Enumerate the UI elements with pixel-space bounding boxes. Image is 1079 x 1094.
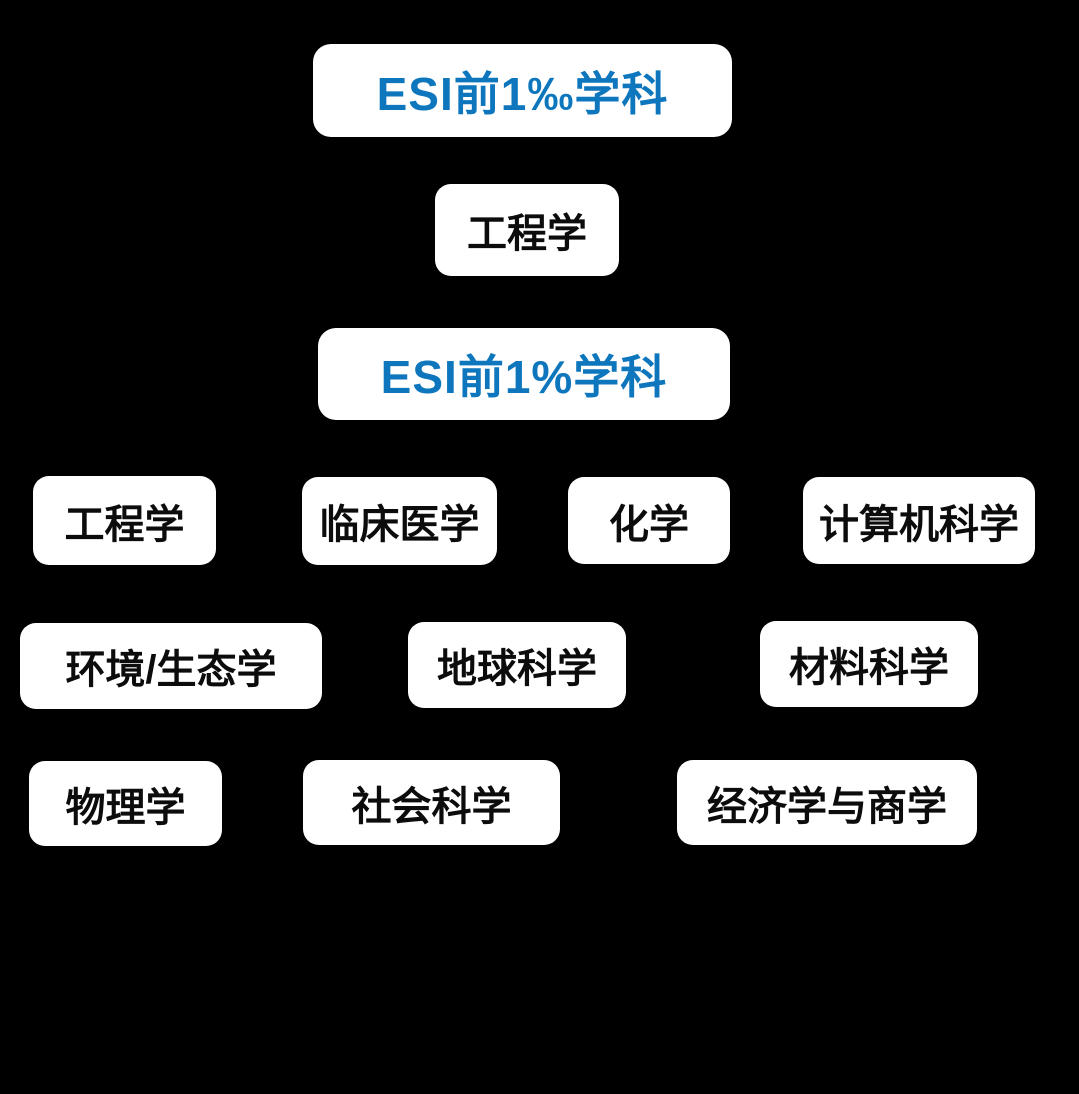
tier-title-esi-top-1-percent: ESI前1%学科 — [318, 328, 730, 420]
discipline-box-chemistry: 化学 — [568, 477, 730, 564]
discipline-box-geosciences: 地球科学 — [408, 622, 626, 708]
discipline-box-engineering: 工程学 — [33, 476, 216, 565]
discipline-box-physics: 物理学 — [29, 761, 222, 846]
discipline-box-clinical-medicine: 临床医学 — [302, 477, 497, 565]
discipline-box-social-sciences: 社会科学 — [303, 760, 560, 845]
discipline-box-environment-ecology: 环境/生态学 — [20, 623, 322, 709]
tier-title-esi-top-1-permille: ESI前1‰学科 — [313, 44, 732, 137]
discipline-box-computer-science: 计算机科学 — [803, 477, 1035, 564]
discipline-box-engineering-permille: 工程学 — [435, 184, 619, 276]
discipline-box-materials-science: 材料科学 — [760, 621, 978, 707]
discipline-box-economics-business: 经济学与商学 — [677, 760, 977, 845]
